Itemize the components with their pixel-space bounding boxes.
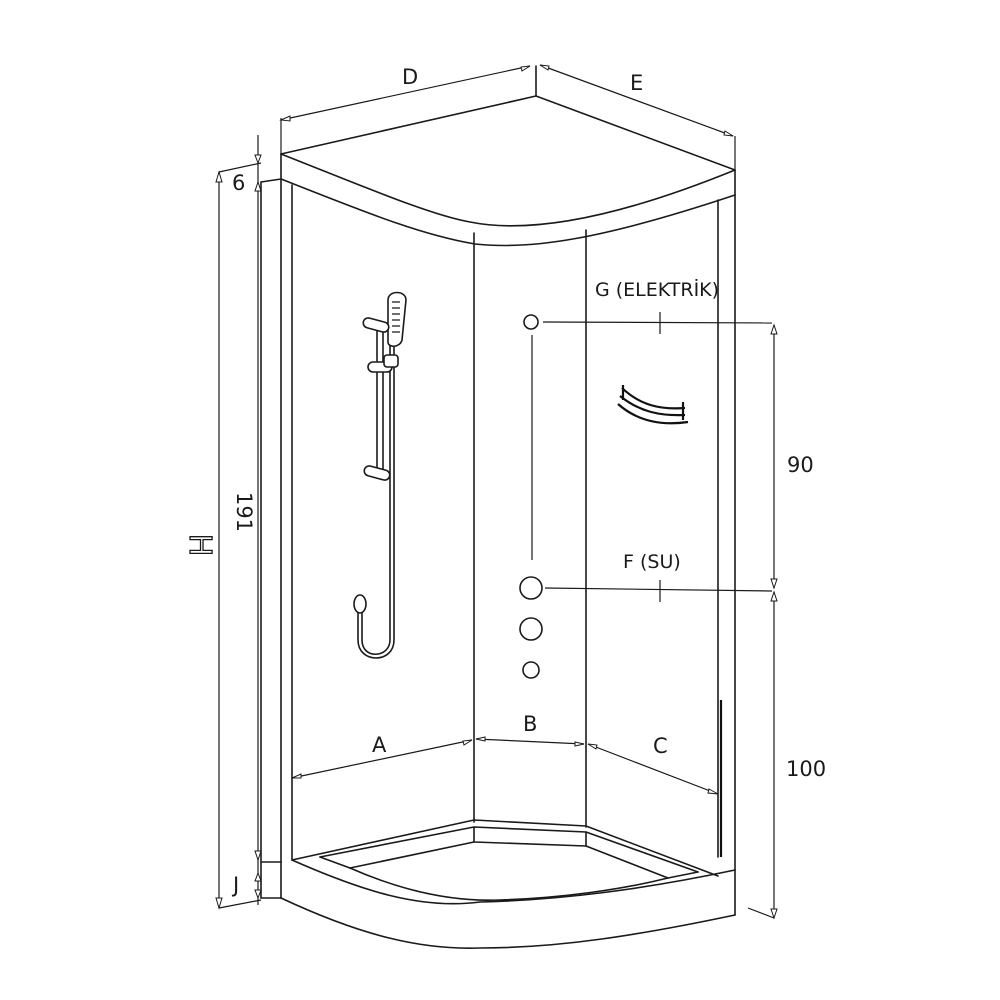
electric-label: G (ELEKTRİK) xyxy=(595,278,719,301)
dimension-h: H xyxy=(181,162,262,910)
dimension-d-label: D xyxy=(402,65,418,89)
dimension-100: 100 xyxy=(747,590,826,920)
corner-shelf-icon xyxy=(617,385,689,425)
dimension-h-label: H xyxy=(182,534,217,557)
water-label: F (SU) xyxy=(623,551,681,573)
shower-rail-icon xyxy=(353,291,407,659)
dimension-abc: A B C xyxy=(291,712,719,795)
electric-connection: G (ELEKTRİK) xyxy=(523,278,773,334)
dimension-b-label: B xyxy=(523,712,537,736)
electric-point-icon xyxy=(523,314,539,330)
dimension-e: E xyxy=(539,64,736,170)
dimension-191-label: 191 xyxy=(232,492,256,532)
control-knobs xyxy=(519,617,543,679)
dimension-90-label: 90 xyxy=(787,453,814,477)
dimension-90: 90 xyxy=(770,323,814,590)
dimension-100-label: 100 xyxy=(786,757,826,781)
knob-icon xyxy=(519,617,543,641)
dimension-j-label: J xyxy=(231,873,239,897)
top-cap xyxy=(280,65,736,247)
dimension-6-label: 6 xyxy=(232,171,245,195)
cabin-body xyxy=(260,178,736,899)
dimension-d: D xyxy=(279,65,531,154)
water-point-icon xyxy=(519,576,543,600)
shower-tray xyxy=(260,819,736,949)
dimension-191: 191 6 J xyxy=(231,135,262,905)
dimension-e-label: E xyxy=(630,71,643,95)
water-connection: F (SU) xyxy=(519,551,773,602)
dimension-c-label: C xyxy=(653,734,668,758)
knob-small-icon xyxy=(522,661,540,679)
dimension-a-label: A xyxy=(372,733,387,757)
